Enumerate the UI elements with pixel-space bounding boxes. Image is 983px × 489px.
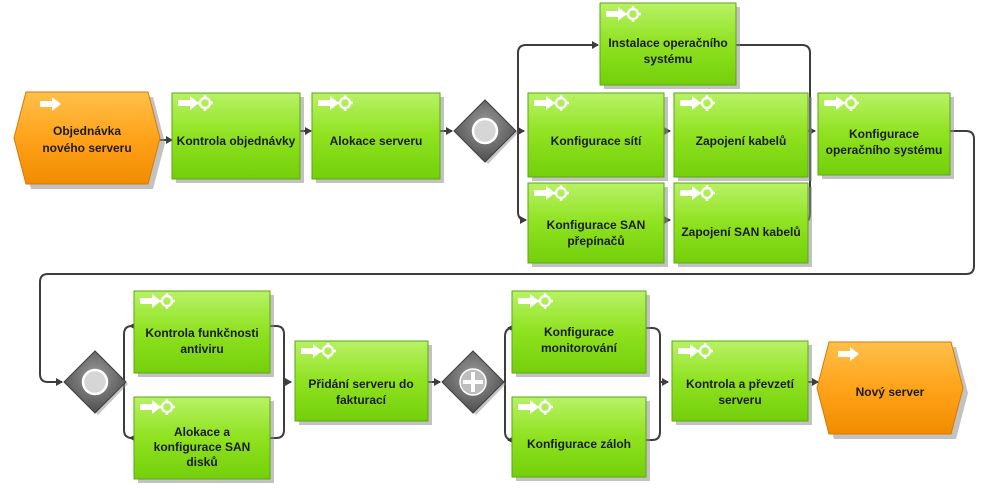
- function-label-2: přepínačů: [567, 234, 624, 248]
- function-label-3: disků: [186, 455, 217, 469]
- function-konfigurace-os[interactable]: Konfigurace operačního systému: [817, 92, 954, 179]
- event-start-label-2: nového serveru: [42, 141, 131, 155]
- function-label: Kontrola objednávky: [177, 134, 296, 148]
- flow-wrap-to-row2: [39, 130, 975, 386]
- flow-gateway2-to-antivir: [123, 322, 136, 382]
- flow-gateway-to-san: [517, 131, 527, 224]
- function-label-1: Instalace operačního: [608, 36, 727, 50]
- flow-zalohy-merge: [646, 382, 661, 441]
- function-label-2: serveru: [718, 393, 761, 407]
- function-label-2: fakturací: [336, 393, 387, 407]
- function-konfigurace-san-prepinacu[interactable]: Konfigurace SAN přepínačů: [527, 182, 668, 267]
- function-label-2: operačního systému: [826, 143, 943, 157]
- function-kontrola-prevzeti[interactable]: Kontrola a převzetí serveru: [671, 340, 812, 425]
- function-label-1: Kontrola a převzetí: [686, 377, 795, 391]
- event-end-label: Nový server: [856, 385, 925, 399]
- function-label-1: Konfigurace SAN: [547, 218, 646, 232]
- function-label-2: konfigurace SAN: [154, 440, 251, 454]
- flow-antivir-merge: [270, 325, 285, 382]
- gateway-or-split-2[interactable]: [63, 350, 128, 415]
- function-label: Zapojení kabelů: [696, 134, 787, 148]
- flow-gateway-to-instalace: [517, 41, 599, 131]
- function-label-1: Alokace a: [174, 425, 230, 439]
- flow-monitoring-merge: [646, 327, 661, 382]
- or-circle-icon: [471, 117, 499, 145]
- function-alokace-san-disku[interactable]: Alokace a konfigurace SAN disků: [133, 396, 274, 483]
- flow-sandisky-merge: [270, 382, 285, 439]
- function-label: Alokace serveru: [330, 134, 423, 148]
- function-kontrola-antiviru[interactable]: Kontrola funkčnosti antiviru: [133, 290, 274, 377]
- function-alokace-serveru[interactable]: Alokace serveru: [311, 92, 444, 183]
- gateway-or-split-1[interactable]: [453, 99, 518, 164]
- function-label-1: Přidání serveru do: [308, 377, 413, 391]
- function-kontrola-objednavky[interactable]: Kontrola objednávky: [171, 92, 304, 183]
- function-label-2: monitorování: [541, 341, 618, 355]
- event-start[interactable]: Objednávka nového serveru: [13, 91, 165, 189]
- function-label-2: systému: [644, 52, 693, 66]
- function-label-1: Konfigurace: [544, 325, 614, 339]
- event-start-label-1: Objednávka: [53, 124, 121, 138]
- function-konfigurace-monitorovani[interactable]: Konfigurace monitorování: [511, 290, 650, 377]
- function-label: Konfigurace záloh: [527, 437, 631, 451]
- gateway-and-split[interactable]: [441, 350, 506, 415]
- function-instalace-os[interactable]: Instalace operačního systému: [599, 2, 740, 89]
- function-konfigurace-zaloh[interactable]: Konfigurace záloh: [511, 396, 650, 481]
- flow-gateway2-to-sandisky: [123, 382, 136, 442]
- function-label-1: Konfigurace: [849, 127, 919, 141]
- function-zapojeni-kabelu[interactable]: Zapojení kabelů: [673, 92, 812, 181]
- event-end[interactable]: Nový server: [816, 341, 968, 439]
- or-circle-icon: [81, 368, 109, 396]
- flow-instalace-merge: [736, 44, 811, 131]
- function-label-1: Kontrola funkčnosti: [145, 326, 258, 340]
- function-label: Konfigurace sítí: [551, 134, 642, 148]
- function-konfigurace-siti[interactable]: Konfigurace sítí: [527, 92, 668, 181]
- function-zapojeni-san-kabelu[interactable]: Zapojení SAN kabelů: [673, 182, 812, 267]
- connectors: [39, 41, 975, 444]
- function-label: Zapojení SAN kabelů: [681, 225, 800, 239]
- function-pridani-fakturaci[interactable]: Přidání serveru do fakturací: [294, 340, 432, 425]
- function-label-2: antiviru: [180, 342, 223, 356]
